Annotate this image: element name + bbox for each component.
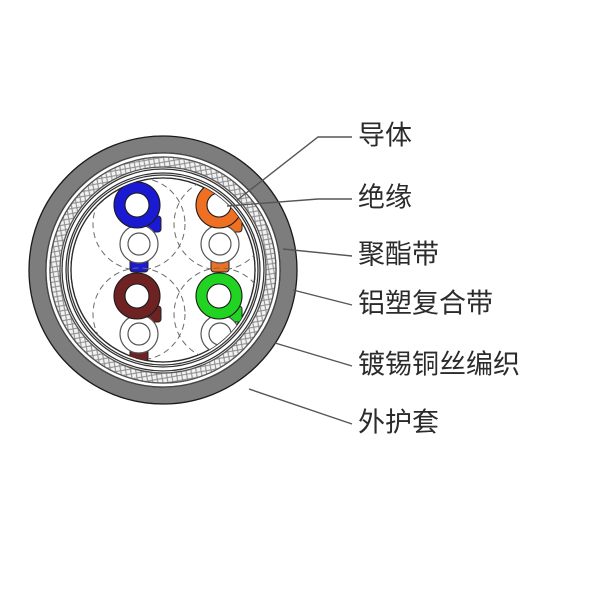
leader-line-conductor xyxy=(235,136,352,202)
layer-outline-outer-jacket xyxy=(28,135,298,405)
layer-fill-outer-jacket xyxy=(29,136,297,404)
pair-blue-insulation-outline xyxy=(113,181,161,229)
cable-layers xyxy=(28,135,298,405)
layer-fill-al-pet-tape xyxy=(62,169,264,371)
pair-brown-insulation-outline xyxy=(113,272,161,320)
pair-brown-partner-conductor xyxy=(127,322,151,346)
pair-green-conductor xyxy=(206,283,232,309)
twisted-pairs xyxy=(92,178,255,362)
pair-brown-insulation xyxy=(114,273,160,319)
layer-fill-jacket-gap xyxy=(46,153,280,387)
pair-green-insulation-outline xyxy=(195,272,243,320)
layer-fill-polyester-tape xyxy=(68,175,258,365)
pair-orange-partner-insulation xyxy=(201,225,239,263)
layer-fill-core-void xyxy=(71,178,255,362)
pair-brown-conductor xyxy=(124,283,150,309)
pair-blue-conductor xyxy=(124,192,150,218)
layer-outline-jacket-gap xyxy=(45,152,281,388)
pair-blue-partner-insulation xyxy=(120,225,158,263)
layer-inner-outline-tinned-cu-braid xyxy=(59,166,267,374)
pair-orange-partner-conductor xyxy=(208,232,232,256)
leader-line-outer-jacket xyxy=(248,388,353,425)
layer-fill-tinned-cu-braid xyxy=(50,157,276,383)
pair-blue-partner-conductor xyxy=(127,232,151,256)
label-insulation: 绝缘 xyxy=(358,183,412,214)
leader-lines xyxy=(226,136,353,425)
layer-outline-polyester-tape xyxy=(67,174,259,366)
layer-outline-core-void xyxy=(70,177,256,363)
label-conductor: 导体 xyxy=(358,121,412,152)
label-polyester-tape: 聚酯带 xyxy=(358,240,439,271)
pair-green-insulation xyxy=(196,273,242,319)
pair-brown xyxy=(92,267,186,362)
label-tinned-cu-braid: 镀锡铜丝编织 xyxy=(358,350,520,381)
leader-line-insulation xyxy=(226,198,352,207)
layer-outline-tinned-cu-braid xyxy=(49,156,277,384)
pair-blue-insulation xyxy=(114,182,160,228)
layer-inner-outline-al-pet-tape xyxy=(65,172,261,368)
pair-blue xyxy=(92,178,186,273)
label-outer-jacket: 外护套 xyxy=(358,408,439,439)
leader-line-tinned-cu-braid xyxy=(274,342,353,367)
leader-line-al-pet-tape xyxy=(292,289,353,306)
leader-line-polyester-tape xyxy=(282,248,353,257)
layer-outline-al-pet-tape xyxy=(61,168,265,372)
label-al-pet-tape: 铝塑复合带 xyxy=(358,289,493,320)
